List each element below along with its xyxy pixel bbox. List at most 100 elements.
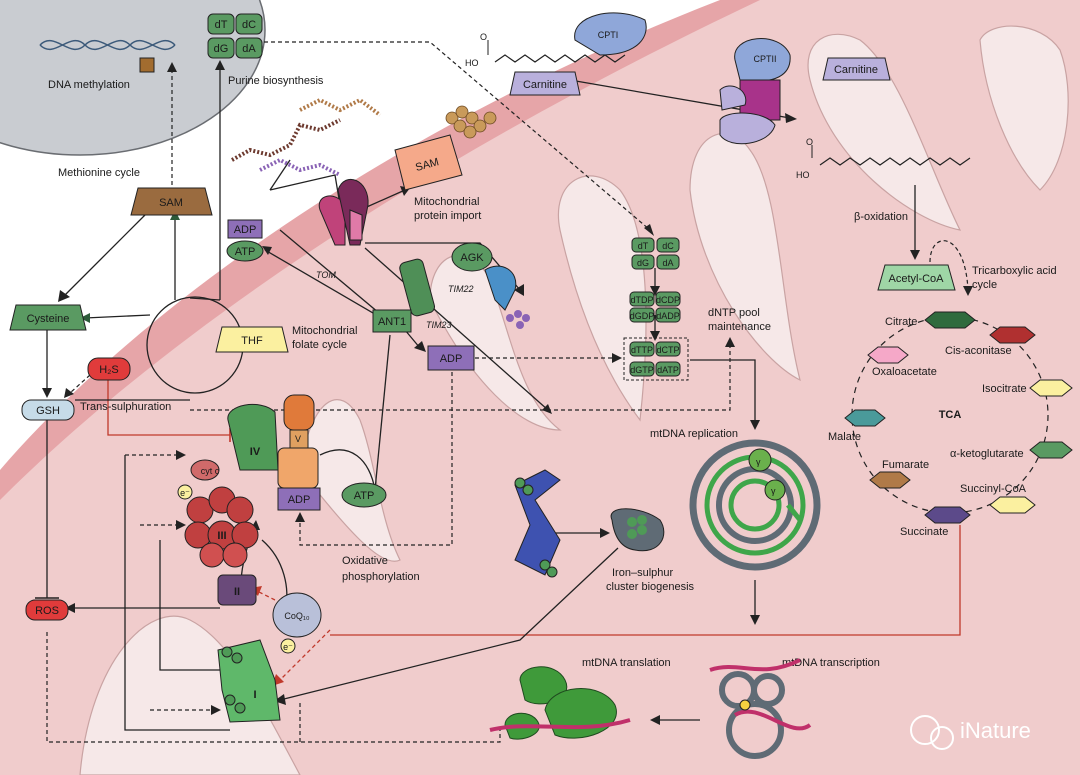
purine-biosynthesis-label: Purine biosynthesis [228, 75, 324, 87]
svg-text:CPTII: CPTII [753, 54, 776, 64]
iron-sulphur-protein-icon [514, 469, 561, 578]
svg-text:SAM: SAM [159, 197, 183, 209]
ox-phos-label-2: phosphorylation [342, 571, 420, 583]
ribosome-icons [489, 666, 631, 740]
purine-nucleotides: dT dC dG dA [207, 13, 263, 59]
trans-sulphuration-label: Trans-sulphuration [80, 401, 171, 413]
dna-helix-icon [39, 39, 176, 51]
mtdna-translation-label: mtDNA translation [582, 657, 671, 669]
complex-iv-icon: IV [227, 404, 279, 471]
electron-icon-1: e⁻ [177, 484, 193, 500]
mito-diphosphates: dTDP dCDP dGDP dADP [629, 291, 681, 323]
svg-text:dTTP: dTTP [631, 345, 653, 355]
svg-text:dC: dC [662, 241, 674, 251]
svg-text:e⁻: e⁻ [283, 642, 293, 652]
fe-s-cluster-icon [610, 508, 665, 552]
dntp-pool-box [623, 337, 689, 381]
svg-text:CoQ₁₀: CoQ₁₀ [284, 611, 310, 621]
mito-folate-cycle-label-2: folate cycle [292, 339, 347, 351]
svg-text:ATP: ATP [235, 246, 256, 258]
protein-import-label-1: Mitochondrial [414, 196, 479, 208]
svg-text:I: I [253, 689, 256, 701]
svg-text:H₂S: H₂S [99, 364, 119, 376]
svg-text:CPTI: CPTI [598, 30, 619, 40]
svg-text:dT: dT [638, 241, 649, 251]
oxaloacetate-label: Oxaloacetate [872, 366, 937, 378]
svg-text:ADP: ADP [288, 494, 311, 506]
ox-phos-label-1: Oxidative [342, 555, 388, 567]
sam-import-box: SAM [394, 134, 463, 191]
carnitine-box-2: Carnitine [822, 57, 891, 81]
dntp-pool-label-2: maintenance [708, 321, 771, 333]
svg-text:dA: dA [662, 258, 673, 268]
mtdna-replication-icon [689, 439, 821, 571]
svg-text:Carnitine: Carnitine [523, 79, 567, 91]
svg-text:IV: IV [250, 446, 261, 458]
svg-text:dC: dC [242, 19, 256, 31]
svg-text:dT: dT [215, 19, 228, 31]
svg-text:ADP: ADP [440, 353, 463, 365]
gsh-box: GSH [21, 399, 75, 421]
h2s-box: H₂S [87, 357, 131, 381]
cpt1-icon: CPTI [574, 12, 647, 56]
succinate-label: Succinate [900, 526, 948, 538]
svg-text:dGDP: dGDP [630, 311, 655, 321]
svg-text:THF: THF [241, 335, 263, 347]
complex-ii-icon: II [217, 574, 257, 606]
electron-icon-2: e⁻ [280, 638, 296, 654]
methyl-group-icon [139, 57, 155, 73]
sam-box-cytoplasm: SAM [130, 187, 213, 216]
tca-label: TCA [939, 409, 962, 421]
ho-label-2: HO [796, 170, 810, 180]
atp-box-ox: ATP [341, 482, 387, 508]
ros-box: ROS [25, 599, 69, 621]
peptide-purple [506, 310, 530, 329]
svg-text:Cysteine: Cysteine [27, 313, 70, 325]
thf-box: THF [215, 326, 289, 353]
complex-v-icon: V [277, 394, 319, 489]
fumarate-label: Fumarate [882, 459, 929, 471]
svg-text:iNature: iNature [960, 718, 1031, 743]
o-label-2: O [806, 137, 813, 147]
svg-text:GSH: GSH [36, 405, 60, 417]
svg-text:AGK: AGK [460, 252, 484, 264]
tca-intermediates [844, 311, 1073, 524]
tca-cycle-label-1: Tricarboxylic acid [972, 265, 1057, 277]
dntp-pool-label-1: dNTP pool [708, 307, 760, 319]
malate-label: Malate [828, 431, 861, 443]
isocitrate-label: Isocitrate [982, 383, 1027, 395]
cyt-c-icon: cyt c [190, 459, 220, 481]
mito-folate-cycle-label-1: Mitochondrial [292, 325, 357, 337]
svg-text:III: III [217, 530, 226, 542]
svg-text:dATP: dATP [657, 365, 679, 375]
cysteine-box: Cysteine [9, 304, 87, 331]
svg-text:ROS: ROS [35, 605, 59, 617]
iron-sulphur-label-1: Iron–sulphur [612, 567, 673, 579]
ant1-box: ANT1 [372, 309, 412, 333]
svg-text:dCTP: dCTP [656, 345, 679, 355]
svg-text:II: II [234, 586, 240, 598]
mito-nucleosides: dT dC dG dA [631, 237, 680, 270]
protein-import-label-2: protein import [414, 210, 481, 222]
carnitine-box-1: Carnitine [509, 71, 581, 96]
svg-text:cyt c: cyt c [201, 466, 220, 476]
acetyl-coa-box: Acetyl-CoA [877, 264, 956, 291]
mito-triphosphates: dTTP dCTP dGTP dATP [629, 341, 681, 377]
adp-box-top: ADP [227, 219, 263, 239]
mtdna-transcription-icon [709, 658, 812, 759]
svg-text:Acetyl-CoA: Acetyl-CoA [888, 273, 944, 285]
coq10-icon: CoQ₁₀ [272, 592, 322, 638]
svg-text:dTDP: dTDP [630, 295, 653, 305]
tca-cycle-label-2: cycle [972, 279, 997, 291]
tom-label: TOM [316, 270, 336, 280]
complex-i-icon: I [217, 639, 281, 723]
svg-text:V: V [295, 434, 301, 444]
svg-text:ADP: ADP [234, 224, 257, 236]
citrate-label: Citrate [885, 316, 917, 328]
gamma-label-2: γ [771, 486, 776, 496]
tim22-icon [484, 265, 517, 311]
watermark: iNature [910, 715, 1031, 750]
tca-cycle-ring [851, 316, 1049, 514]
